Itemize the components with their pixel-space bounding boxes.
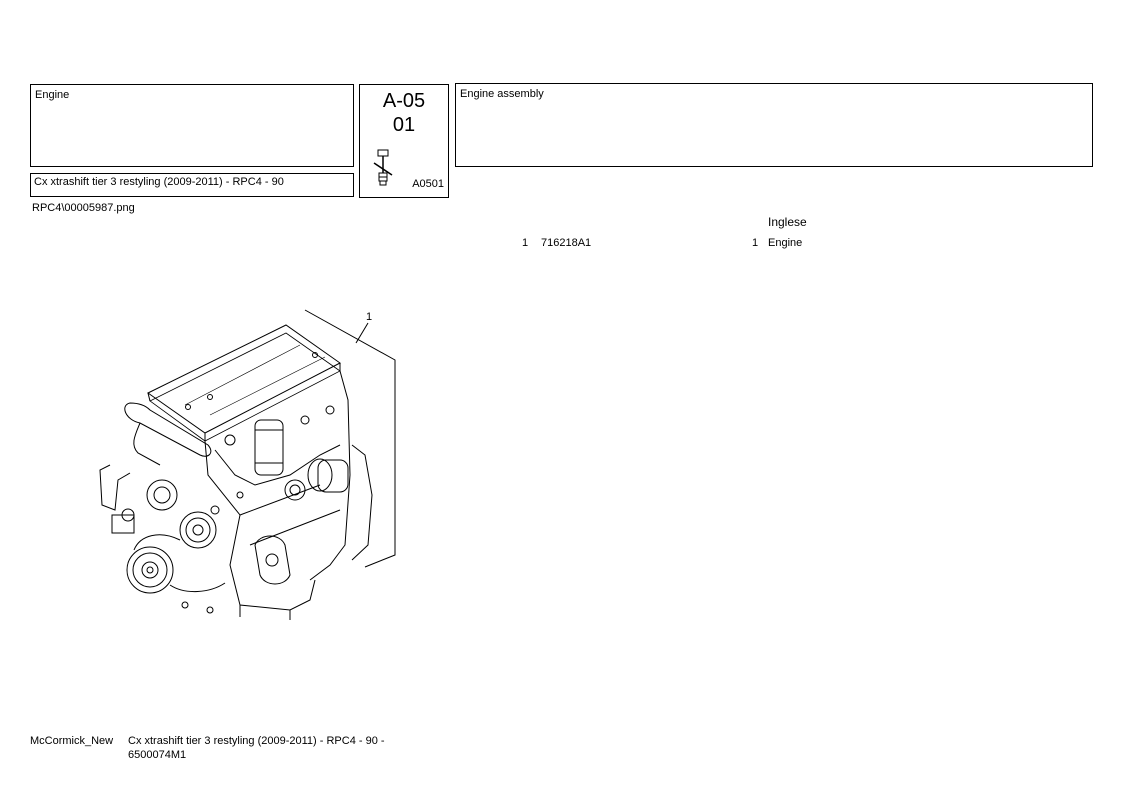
page-title: Engine assembly	[460, 88, 544, 100]
image-path: RPC4\00005987.png	[32, 202, 135, 214]
model-label: Cx xtrashift tier 3 restyling (2009-2011…	[34, 176, 284, 188]
footer-brand: McCormick_New	[30, 735, 114, 747]
section-box: Engine	[30, 84, 354, 167]
code-box: A-05 01 A0501	[359, 84, 449, 198]
code-line-1: A-05	[382, 90, 426, 112]
table-row-qty: 1	[752, 237, 759, 249]
title-box: Engine assembly	[455, 83, 1093, 167]
language-column-header: Inglese	[768, 215, 807, 229]
wrench-icon	[373, 149, 393, 186]
code-line-2: 01	[392, 114, 416, 136]
engine-drawing: 1	[99, 309, 396, 620]
table-row-part-number[interactable]: 716218A1	[541, 237, 592, 249]
table-row-description: Engine	[768, 237, 803, 249]
model-box: Cx xtrashift tier 3 restyling (2009-2011…	[30, 173, 354, 197]
section-label: Engine	[35, 89, 70, 101]
footer-description: Cx xtrashift tier 3 restyling (2009-2011…	[128, 735, 385, 761]
callout-label: 1	[366, 311, 372, 323]
table-row-ref: 1	[522, 237, 529, 249]
code-small: A0501	[412, 178, 444, 190]
